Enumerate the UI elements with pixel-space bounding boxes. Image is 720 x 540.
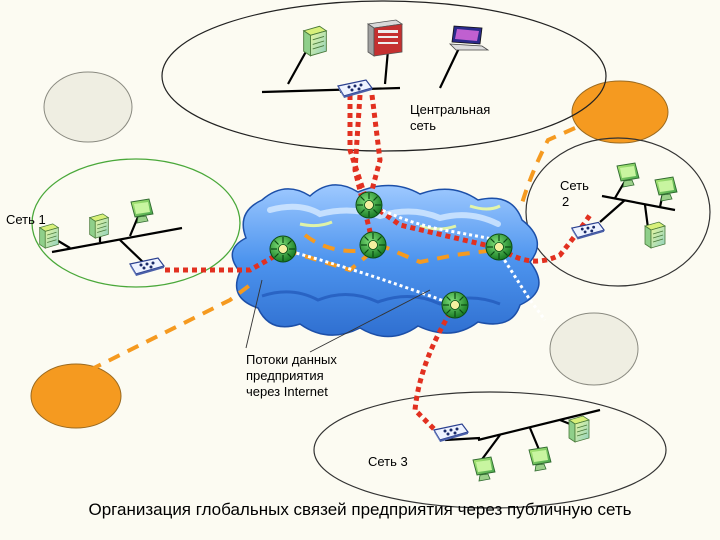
workstation-icon bbox=[644, 221, 666, 249]
workstation-icon bbox=[568, 415, 590, 443]
tunnel-flow-1 bbox=[371, 203, 499, 242]
annotation-pointer-1 bbox=[245, 279, 263, 349]
private-flow-central-c bbox=[352, 94, 375, 241]
router-icon bbox=[359, 231, 387, 259]
router-icon bbox=[269, 235, 297, 263]
monitor-icon bbox=[130, 198, 154, 224]
switch-icon bbox=[337, 79, 373, 98]
network-2-label-line2: 2 bbox=[562, 194, 569, 209]
monitor-icon bbox=[472, 456, 496, 482]
public-flow-top-right bbox=[518, 126, 576, 211]
router-icon bbox=[441, 291, 469, 319]
private-flow-central-a bbox=[347, 95, 371, 206]
router-icon bbox=[485, 233, 513, 261]
switch-icon bbox=[129, 257, 165, 276]
server-icon bbox=[366, 19, 404, 57]
public-flow-cloud-1 bbox=[284, 242, 496, 273]
remote-site-top-left bbox=[43, 71, 133, 143]
monitor-icon bbox=[654, 176, 678, 202]
workstation-icon bbox=[303, 25, 327, 57]
central-network-boundary bbox=[161, 0, 607, 152]
annotation-line1: Потоки данных bbox=[246, 352, 337, 367]
private-flow-cloud bbox=[370, 202, 499, 251]
public-flow-bottom-left bbox=[89, 283, 252, 372]
tunnel-flow-3 bbox=[284, 248, 456, 307]
remote-site-right bbox=[549, 312, 639, 386]
private-flow-net1 bbox=[165, 249, 284, 273]
annotation-pointer-2 bbox=[309, 289, 431, 353]
monitor-icon bbox=[616, 162, 640, 188]
network-3-label: Сеть 3 bbox=[368, 454, 408, 469]
network-1-boundary bbox=[31, 158, 241, 288]
switch-icon bbox=[571, 221, 605, 240]
net1-bus bbox=[49, 211, 183, 265]
tunnel-flow-2 bbox=[496, 249, 547, 321]
public-flow-cloud-2 bbox=[303, 233, 369, 253]
net2-bus bbox=[599, 175, 676, 229]
central-bus bbox=[261, 45, 461, 94]
workstation-icon bbox=[89, 213, 109, 239]
central-network-label-line1: Центральная bbox=[410, 102, 490, 117]
remote-site-bottom-left bbox=[30, 363, 122, 429]
workstation-icon bbox=[39, 223, 59, 249]
laptop-icon bbox=[448, 25, 490, 51]
network-1-label: Сеть 1 bbox=[6, 212, 46, 227]
private-flow-down bbox=[412, 303, 458, 432]
annotation-line2: предприятия bbox=[246, 368, 324, 383]
annotation-line3: через Internet bbox=[246, 384, 328, 399]
network-2-label-line1: Сеть bbox=[560, 178, 589, 193]
remote-site-top-right bbox=[571, 80, 669, 144]
router-icon bbox=[355, 191, 383, 219]
monitor-icon bbox=[528, 446, 552, 472]
private-flow-central-b bbox=[365, 94, 383, 206]
network-3-boundary bbox=[313, 391, 667, 509]
central-network-label-line2: сеть bbox=[410, 118, 436, 133]
network-2-boundary bbox=[525, 137, 711, 287]
diagram-caption: Организация глобальных связей предприяти… bbox=[88, 500, 632, 519]
